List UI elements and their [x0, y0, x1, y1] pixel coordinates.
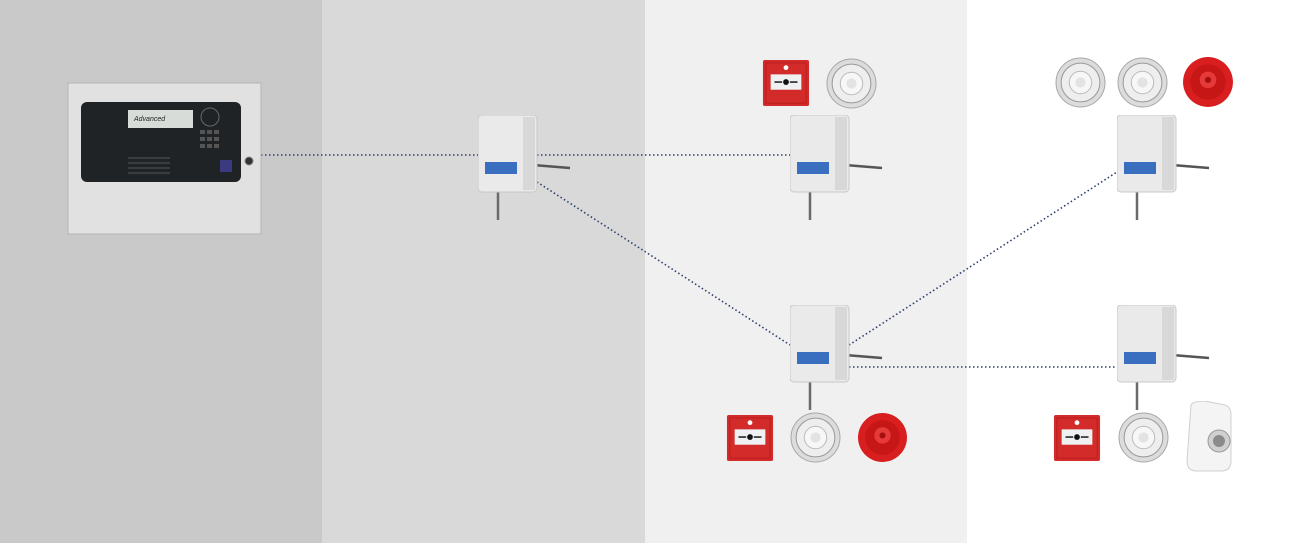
fire-panel-icon: Advanced	[67, 82, 262, 235]
smoke-detector-icon	[1117, 57, 1168, 108]
manual-call-point-icon	[762, 59, 810, 107]
sounder-icon	[1183, 57, 1233, 107]
smoke-detector-icon	[1055, 57, 1106, 108]
zone-translator-background	[322, 0, 645, 543]
smoke-detector-icon	[1118, 412, 1169, 463]
sounder-icon	[858, 413, 907, 462]
wireless-repeater-icon	[790, 115, 884, 222]
wireless-translator-icon	[478, 115, 572, 222]
wireless-repeater-icon	[1117, 305, 1211, 412]
smoke-detector-icon	[790, 412, 841, 463]
door-holder-icon	[1186, 401, 1232, 472]
manual-call-point-icon	[726, 414, 774, 462]
smoke-detector-icon	[826, 58, 877, 109]
link-translator-to-repeater-bottom	[536, 181, 791, 346]
manual-call-point-icon	[1053, 414, 1101, 462]
wireless-repeater-icon	[790, 305, 884, 412]
link-repeater-to-endpoint-top	[848, 171, 1118, 346]
panel-logo: Advanced	[133, 116, 166, 123]
wireless-repeater-icon	[1117, 115, 1211, 222]
